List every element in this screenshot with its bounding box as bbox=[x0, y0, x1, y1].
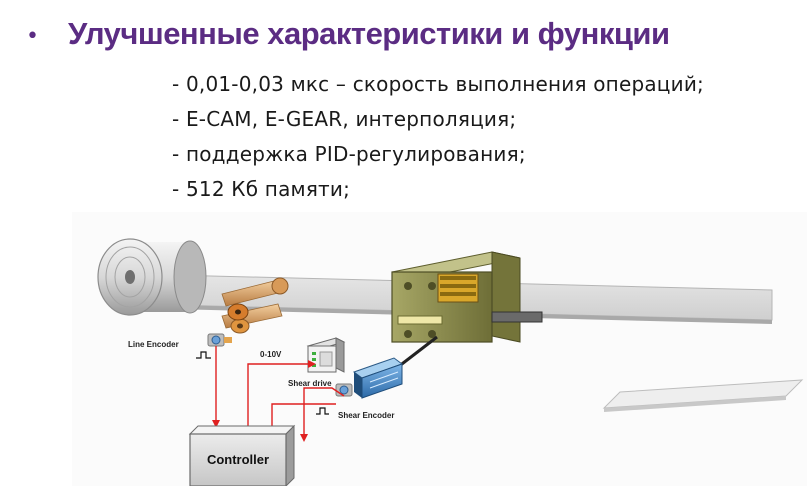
bullet-marker: • bbox=[26, 24, 39, 49]
voltage-label: 0-10V bbox=[260, 350, 282, 359]
slide-heading: Улучшенные характеристики и функции bbox=[68, 16, 670, 51]
cut-sheet-piece bbox=[602, 379, 804, 412]
flying-shear-diagram: Line Encoder Shear Encoder bbox=[72, 212, 807, 486]
spec-list: - 0,01-0,03 мкс – скорость выполнения оп… bbox=[172, 67, 704, 207]
roller-wheels bbox=[227, 303, 249, 321]
spec-item: - 0,01-0,03 мкс – скорость выполнения оп… bbox=[172, 72, 704, 96]
drive-shaft bbox=[397, 335, 438, 369]
shear-drive bbox=[306, 337, 346, 373]
line-encoder bbox=[207, 333, 232, 347]
spec-item: - E-CAM, E-GEAR, интерполяция; bbox=[172, 107, 517, 131]
spec-item: - 512 Кб памяти; bbox=[172, 177, 351, 201]
spec-item: - поддержка PID-регулирования; bbox=[172, 142, 526, 166]
signal-wiring bbox=[215, 346, 345, 434]
shear-drive-label: Shear drive bbox=[288, 379, 332, 388]
controller-label: Controller bbox=[207, 452, 269, 467]
controller bbox=[188, 424, 296, 486]
pulse-signal-icon bbox=[196, 351, 211, 359]
material-coil bbox=[97, 238, 207, 316]
shear-motor bbox=[352, 357, 404, 399]
feed-roller-top bbox=[221, 277, 289, 307]
shear-encoder bbox=[335, 383, 353, 397]
feed-roller-bottom bbox=[221, 303, 283, 334]
shear-cutter bbox=[391, 251, 543, 343]
shear-encoder-label: Shear Encoder bbox=[338, 411, 394, 420]
signal-arrowheads bbox=[212, 360, 316, 442]
line-encoder-label: Line Encoder bbox=[128, 340, 179, 349]
pulse-signal-icon bbox=[316, 407, 329, 415]
